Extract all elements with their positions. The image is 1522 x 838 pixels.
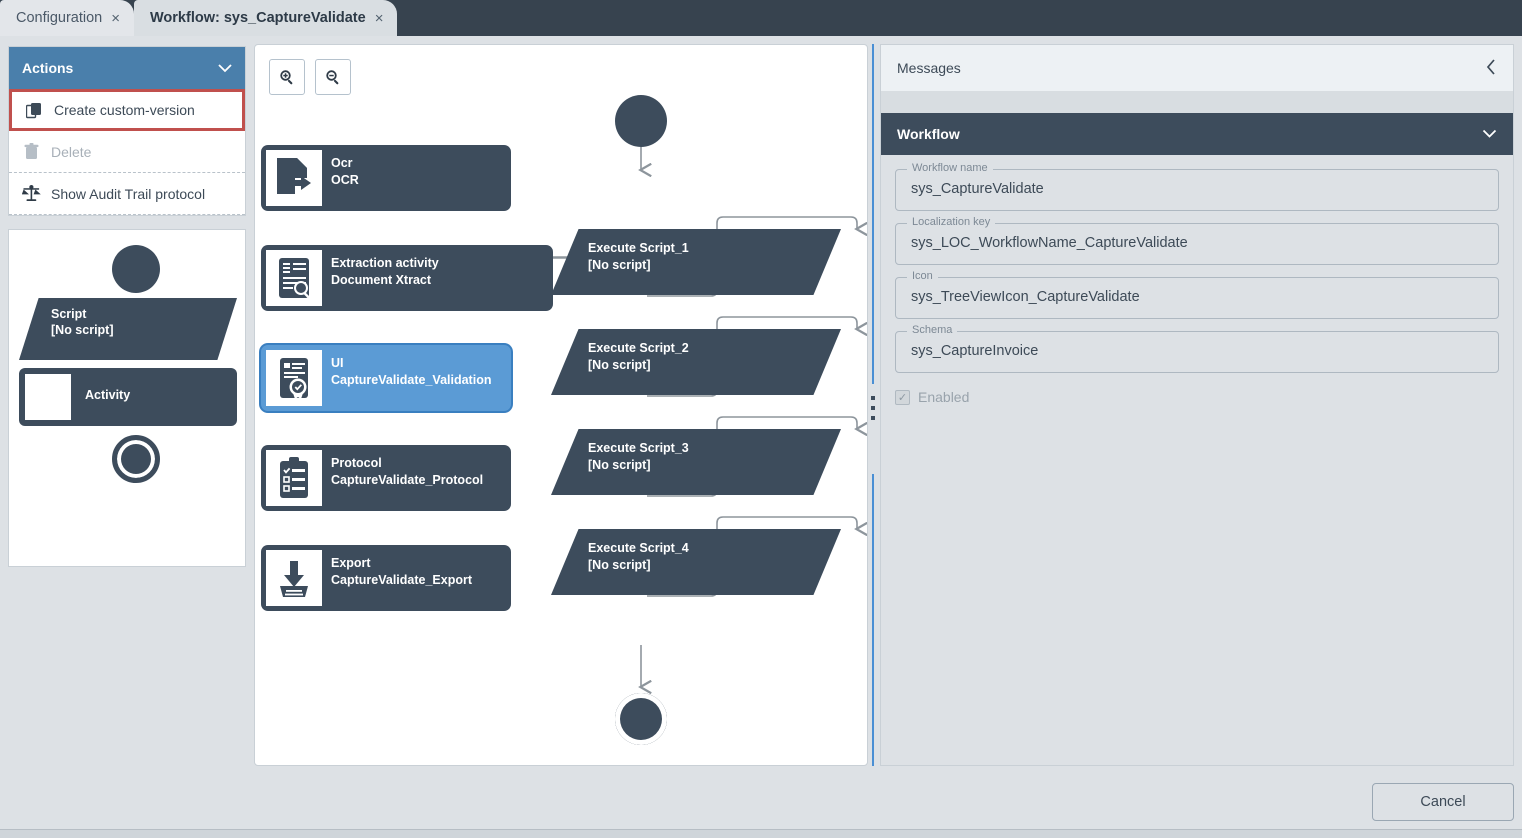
checkbox-icon[interactable]: ✓ (895, 389, 910, 405)
action-label: Delete (51, 143, 92, 160)
legend-script-line2: [No script] (51, 323, 114, 337)
scales-icon (21, 184, 41, 204)
tab-workflow[interactable]: Workflow: sys_CaptureValidate × (134, 0, 398, 36)
node-ocr[interactable]: Ocr OCR (261, 145, 511, 211)
field-label: Workflow name (907, 162, 993, 174)
node-line2: CaptureValidate_Validation (331, 373, 492, 387)
splitter-line-top (872, 44, 874, 384)
enabled-checkbox-row[interactable]: ✓ Enabled (881, 385, 1513, 409)
download-tray-icon (266, 550, 322, 606)
messages-title: Messages (897, 60, 961, 76)
splitter-grip-dot (871, 416, 875, 420)
node-line1: Ocr (331, 156, 353, 170)
legend-activity-label: Activity (85, 388, 131, 402)
action-label: Show Audit Trail protocol (51, 185, 206, 202)
actions-panel: Actions Create custom-version Delete (8, 46, 246, 216)
field-value: sys_TreeViewIcon_CaptureValidate (911, 289, 1140, 305)
field-label: Schema (907, 324, 958, 336)
cancel-button[interactable]: Cancel (1372, 783, 1514, 821)
start-node[interactable] (615, 95, 667, 147)
script-line2: [No script] (588, 258, 651, 272)
script-node-3[interactable]: Execute Script_3 [No script] (551, 429, 841, 495)
panel-splitter[interactable] (868, 44, 878, 766)
script-line2: [No script] (588, 458, 651, 472)
legend-script-line1: Script (51, 307, 87, 321)
legend-script-node: Script [No script] (19, 298, 237, 360)
trash-icon (21, 142, 41, 162)
legend-end-node (112, 435, 160, 483)
enabled-label: Enabled (918, 389, 970, 405)
node-line2: Document Xtract (331, 273, 432, 287)
action-delete[interactable]: Delete (9, 131, 245, 173)
node-line1: Export (331, 556, 371, 570)
close-icon[interactable]: × (374, 9, 384, 27)
ocr-document-icon (266, 150, 322, 206)
extraction-document-icon (266, 250, 322, 306)
script-node-1[interactable]: Execute Script_1 [No script] (551, 229, 841, 295)
tab-configuration[interactable]: Configuration × (0, 0, 135, 36)
node-extraction[interactable]: Extraction activity Document Xtract (261, 245, 553, 311)
field-value: sys_CaptureValidate (911, 181, 1044, 197)
zoom-out-button[interactable] (315, 59, 351, 95)
tab-bar: Configuration × Workflow: sys_CaptureVal… (0, 0, 1522, 36)
node-line1: Extraction activity (331, 256, 439, 270)
messages-header[interactable]: Messages (881, 45, 1513, 91)
field-value: sys_CaptureInvoice (911, 343, 1039, 359)
splitter-grip-dot (871, 396, 875, 400)
clipboard-checklist-icon (266, 450, 322, 506)
node-line1: Protocol (331, 456, 382, 470)
messages-body (881, 91, 1513, 113)
action-show-audit-trail[interactable]: Show Audit Trail protocol (9, 173, 245, 215)
certificate-document-icon (266, 350, 322, 406)
tab-workflow-label: Workflow: sys_CaptureValidate (150, 10, 366, 26)
script-line2: [No script] (588, 358, 651, 372)
chevron-down-icon[interactable] (218, 61, 232, 76)
splitter-grip-dot (871, 406, 875, 410)
script-line2: [No script] (588, 558, 651, 572)
end-node[interactable] (615, 693, 667, 745)
field-workflow-name[interactable]: Workflow name sys_CaptureValidate (895, 162, 1499, 211)
legend-activity-icon-box (25, 374, 71, 420)
bottom-border (0, 829, 1522, 838)
field-icon[interactable]: Icon sys_TreeViewIcon_CaptureValidate (895, 270, 1499, 319)
script-line1: Execute Script_3 (588, 441, 689, 455)
action-label: Create custom-version (54, 102, 195, 118)
script-line1: Execute Script_1 (588, 241, 689, 255)
script-node-4[interactable]: Execute Script_4 [No script] (551, 529, 841, 595)
node-line2: CaptureValidate_Export (331, 573, 473, 587)
script-line1: Execute Script_4 (588, 541, 689, 555)
legend-panel: Script [No script] Activity (8, 229, 246, 567)
legend-activity-node: Activity (19, 368, 237, 426)
action-create-custom-version[interactable]: Create custom-version (9, 89, 245, 131)
tab-configuration-label: Configuration (16, 10, 103, 26)
workflow-canvas[interactable]: Ocr OCR Extraction activity Document Xtr… (254, 44, 868, 766)
workflow-section-title: Workflow (897, 126, 960, 142)
field-label: Localization key (907, 216, 996, 228)
actions-panel-header[interactable]: Actions (9, 47, 245, 89)
workflow-fields: Workflow name sys_CaptureValidate Locali… (881, 155, 1513, 373)
node-protocol[interactable]: Protocol CaptureValidate_Protocol (261, 445, 511, 511)
field-localization-key[interactable]: Localization key sys_LOC_WorkflowName_Ca… (895, 216, 1499, 265)
actions-title: Actions (22, 60, 74, 76)
node-ui[interactable]: UI CaptureValidate_Validation (261, 345, 511, 411)
script-line1: Execute Script_2 (588, 341, 689, 355)
node-line2: CaptureValidate_Protocol (331, 473, 484, 487)
chevron-down-icon[interactable] (1482, 126, 1497, 142)
script-node-2[interactable]: Execute Script_2 [No script] (551, 329, 841, 395)
chevron-left-icon[interactable] (1486, 58, 1497, 78)
splitter-line-bottom (872, 474, 874, 766)
node-line1: UI (331, 356, 344, 370)
node-line2: OCR (331, 173, 359, 187)
close-icon[interactable]: × (111, 9, 121, 27)
zoom-in-button[interactable] (269, 59, 305, 95)
node-export[interactable]: Export CaptureValidate_Export (261, 545, 511, 611)
field-schema[interactable]: Schema sys_CaptureInvoice (895, 324, 1499, 373)
properties-panel: Messages Workflow Workflow name sys_Capt… (880, 44, 1514, 766)
field-value: sys_LOC_WorkflowName_CaptureValidate (911, 235, 1188, 251)
legend-start-node (112, 245, 160, 293)
field-label: Icon (907, 270, 938, 282)
workflow-section-header[interactable]: Workflow (881, 113, 1513, 155)
copy-icon (24, 100, 44, 120)
